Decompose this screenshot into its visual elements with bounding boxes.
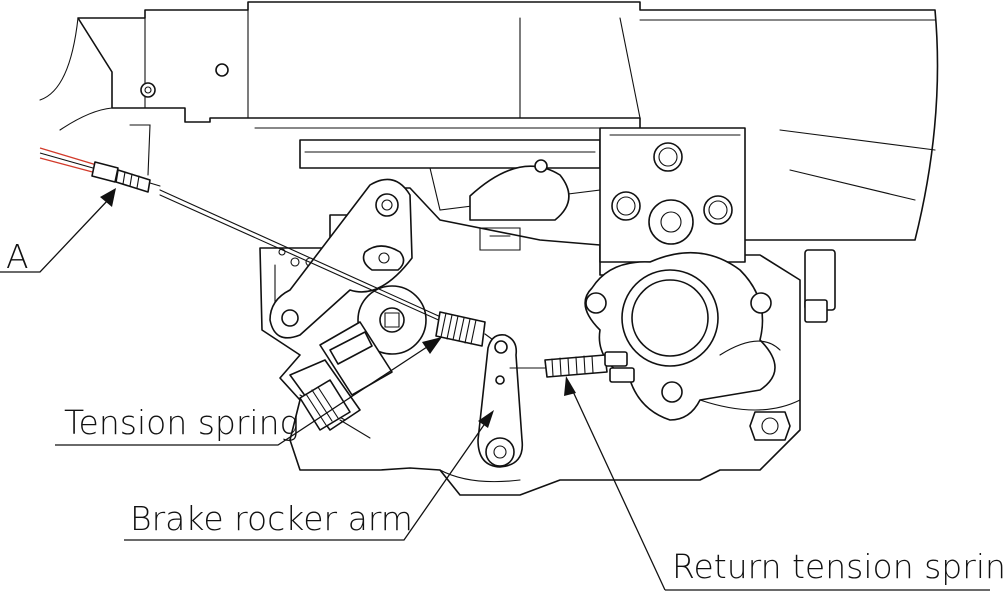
chassis-frame (39, 1, 939, 241)
frame-bolt-hole (140, 82, 156, 98)
tension-spring-label: Tension spring (64, 403, 299, 442)
callout-a: A (0, 188, 116, 276)
callout-return-tension-spring: Return tension spring (564, 376, 1006, 591)
callout-a-label: A (6, 237, 29, 276)
brake-rocker-arm-label: Brake rocker arm (130, 499, 413, 538)
bracket-bolt-left (611, 191, 641, 221)
bracket-bolt-right (703, 195, 733, 225)
callout-tension-spring: Tension spring (55, 337, 442, 446)
brake-cable (39, 124, 444, 323)
lever-plate (269, 178, 413, 339)
right-bracket (599, 127, 746, 263)
housing-bolt (749, 411, 791, 441)
control-rod (159, 189, 444, 319)
return-tension-spring-label: Return tension spring (672, 547, 1006, 586)
upper-linkage (254, 127, 601, 221)
lower-spring-coil (299, 379, 371, 439)
housing-boss (479, 227, 521, 251)
bracket-bolt-top (653, 142, 683, 172)
callout-brake-rocker-arm: Brake rocker arm (124, 410, 494, 541)
return-spring (509, 351, 635, 383)
tension-spring-coil (435, 311, 501, 347)
frame-hole (215, 63, 229, 77)
